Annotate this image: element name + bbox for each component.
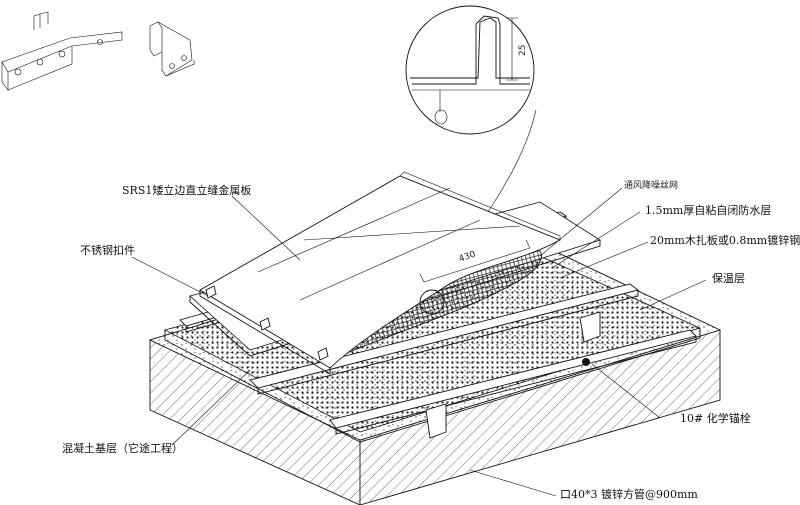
label-waterproof-layer: 1.5mm厚自粘自闭防水层: [645, 203, 771, 217]
seam-height-dimension: 25: [518, 45, 528, 56]
panel-width-dimension-line: [419, 239, 531, 283]
leader-lines: [131, 187, 707, 497]
seam-detail-callout: 25: [405, 5, 535, 135]
label-galvanized-tube: 口40*3 镀锌方管@900mm: [560, 487, 698, 501]
chemical-anchor-bolt: [582, 358, 590, 366]
clip-short-illustration: [149, 21, 195, 77]
label-concrete-base: 混凝土基层（它途工程）: [62, 441, 183, 455]
metal-panel: [199, 171, 562, 375]
label-stainless-clip: 不锈钢扣件: [80, 243, 135, 257]
label-metal-panel: SRS1矮立边直立缝金属板: [122, 183, 251, 197]
label-leveling-layer: 20mm木扎板或0.8mm镀锌钢板找平层: [650, 233, 800, 247]
stainless-clips: [205, 285, 329, 361]
label-ventilation-mesh: 通风降噪丝网: [624, 179, 678, 191]
detail-location-circle: [419, 289, 445, 315]
label-chemical-anchor: 10# 化学锚栓: [680, 411, 751, 425]
clip-long-illustration: [1, 11, 123, 91]
label-insulation-layer: 保温层: [712, 271, 745, 285]
